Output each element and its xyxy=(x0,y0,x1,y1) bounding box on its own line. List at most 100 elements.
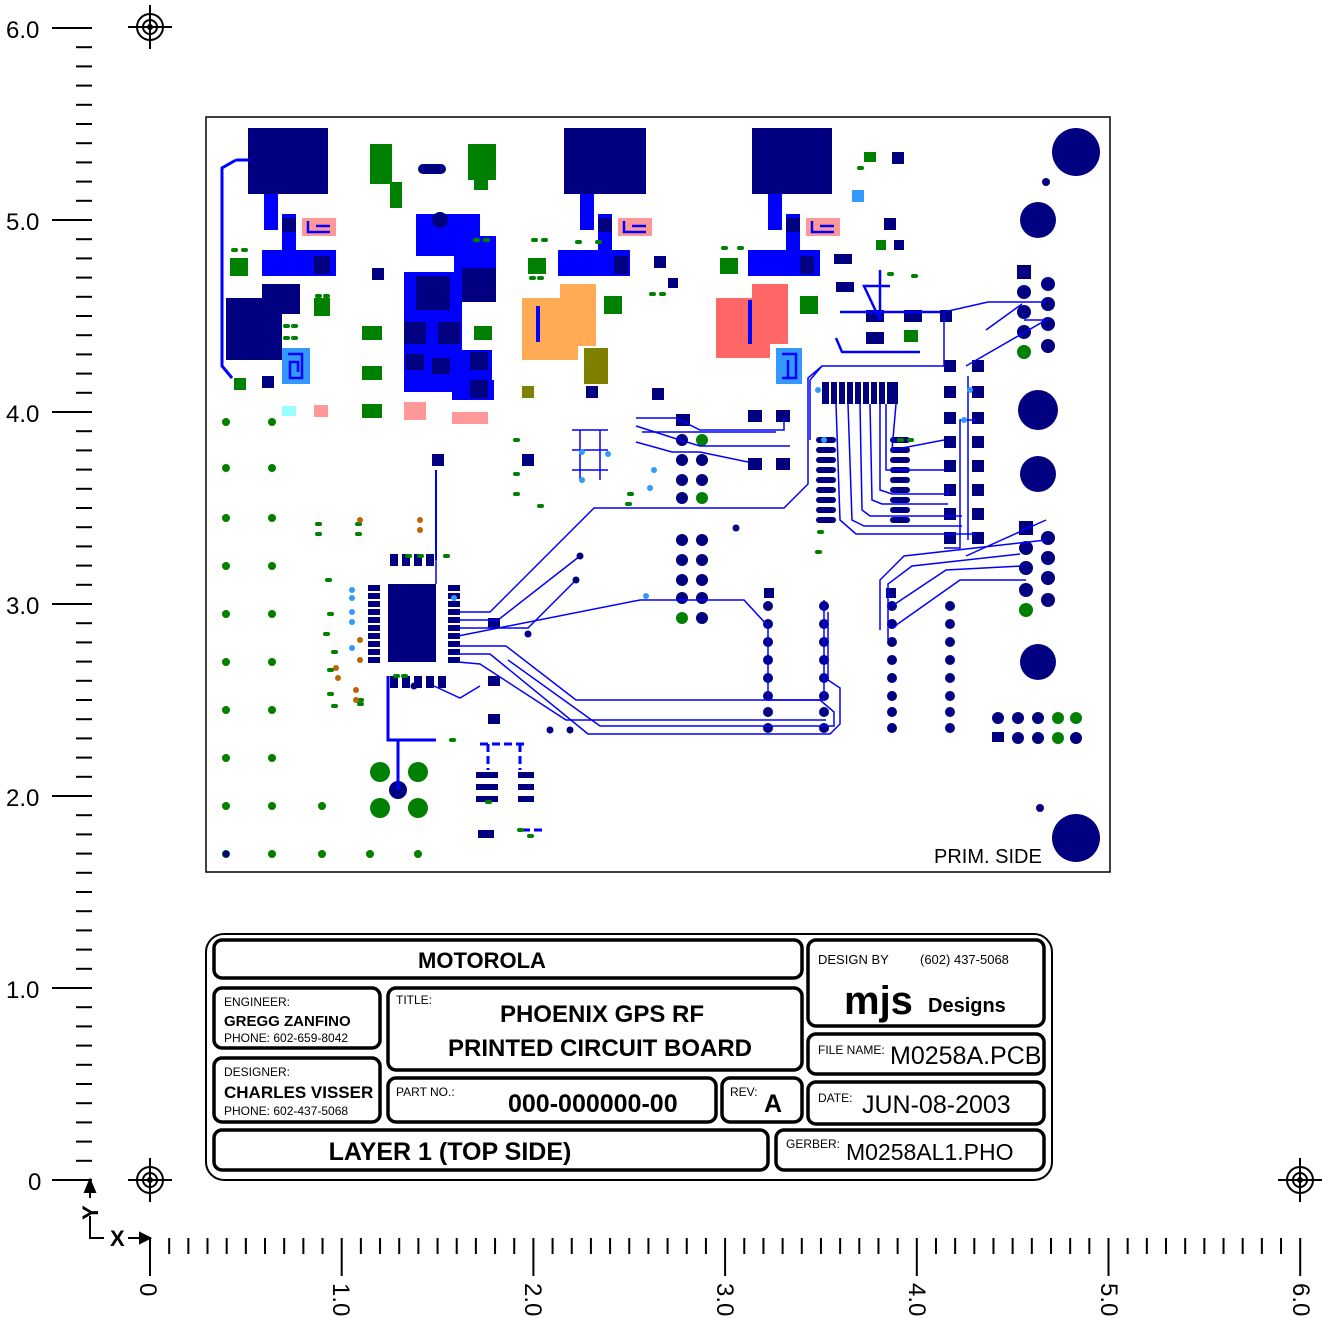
ic-pin xyxy=(368,617,380,623)
smd-pad xyxy=(659,292,666,296)
ic-pin xyxy=(448,641,460,647)
pad xyxy=(890,487,910,493)
pin xyxy=(676,592,688,604)
board-artwork xyxy=(220,128,1100,862)
y-axis-labels: 6.0 5.0 4.0 3.0 2.0 1.0 0 xyxy=(6,17,41,1196)
rf-shield-pad xyxy=(752,128,832,194)
smd-pad xyxy=(537,504,544,508)
y-tick-label: 4.0 xyxy=(6,401,39,428)
ic-pin xyxy=(390,676,398,688)
via-dot xyxy=(318,850,326,858)
smd-pad xyxy=(331,704,338,708)
pad xyxy=(944,508,956,520)
via xyxy=(605,451,611,457)
gerber-label: GERBER: xyxy=(786,1137,840,1151)
x-tick-label: 0 xyxy=(134,1283,161,1296)
via xyxy=(349,587,355,593)
smd-pad xyxy=(627,492,634,496)
pin xyxy=(676,574,688,586)
via xyxy=(524,630,532,638)
file-name-label: FILE NAME: xyxy=(818,1043,885,1057)
pin xyxy=(1019,583,1033,597)
x-tick-label: 4.0 xyxy=(903,1283,930,1316)
pin xyxy=(676,454,688,466)
ic-pin xyxy=(368,601,380,607)
via xyxy=(732,524,740,532)
pin xyxy=(676,534,688,546)
smd-pad xyxy=(315,522,322,526)
via-dot xyxy=(268,706,276,714)
via-dot xyxy=(222,706,230,714)
pad xyxy=(816,477,836,483)
pin xyxy=(887,723,897,733)
pin xyxy=(1070,712,1082,724)
ic-pin xyxy=(368,593,380,599)
title-label: TITLE: xyxy=(396,993,432,1007)
ic-pin xyxy=(368,625,380,631)
pin xyxy=(945,637,955,647)
ic-pin xyxy=(448,649,460,655)
title-line-2: PRINTED CIRCUIT BOARD xyxy=(448,1035,752,1062)
pad xyxy=(890,507,910,513)
via-dot xyxy=(222,464,230,472)
smd-pad xyxy=(529,276,536,280)
pin xyxy=(1019,603,1033,617)
ic-pin xyxy=(402,554,410,566)
smd-pad xyxy=(315,294,322,298)
via xyxy=(417,527,423,533)
pin xyxy=(945,655,955,665)
pin xyxy=(696,434,708,446)
pin xyxy=(696,612,708,624)
via-dot xyxy=(222,802,230,810)
pin xyxy=(1019,541,1033,555)
pin xyxy=(945,619,955,629)
pad xyxy=(972,508,984,520)
rev-value: A xyxy=(764,1090,782,1118)
y-axis-name: Y xyxy=(78,1205,103,1220)
smd-pad xyxy=(537,276,544,280)
pad xyxy=(972,460,984,472)
pad xyxy=(816,487,836,493)
via-dot xyxy=(222,658,230,666)
smd-pad xyxy=(485,800,492,804)
pad xyxy=(944,532,956,544)
via xyxy=(349,619,355,625)
via xyxy=(357,517,363,523)
registration-target-icon xyxy=(128,5,172,49)
ic-pin xyxy=(368,609,380,615)
pin xyxy=(1032,712,1044,724)
rf-shield-pad xyxy=(248,128,328,194)
pin xyxy=(1052,712,1064,724)
smd-pad xyxy=(541,238,548,242)
pad xyxy=(890,457,910,463)
pin-square xyxy=(1019,521,1033,535)
pin xyxy=(696,592,708,604)
pad xyxy=(890,447,910,453)
pin xyxy=(1041,277,1055,291)
smd-pad xyxy=(887,272,894,276)
pin xyxy=(1017,305,1031,319)
via-dot xyxy=(268,464,276,472)
via xyxy=(579,477,585,483)
board-outline xyxy=(205,116,1111,873)
via-dot xyxy=(222,418,230,426)
engineer-name: GREGG ZANFINO xyxy=(224,1013,351,1030)
via xyxy=(967,387,973,393)
date-value: JUN-08-2003 xyxy=(862,1091,1011,1119)
pad xyxy=(890,497,910,503)
smd-pad xyxy=(405,554,412,558)
pin xyxy=(696,454,708,466)
smd-pad xyxy=(449,738,456,742)
pin xyxy=(1041,317,1055,331)
smd-pad xyxy=(325,578,332,582)
pin xyxy=(1012,712,1024,724)
via xyxy=(333,665,339,671)
title-line-1: PHOENIX GPS RF xyxy=(500,1001,704,1028)
via xyxy=(357,657,363,663)
ic-pin xyxy=(448,657,460,663)
pin xyxy=(1017,285,1031,299)
x-axis-ruler xyxy=(149,1238,1302,1276)
smd-pad xyxy=(231,248,238,252)
pin xyxy=(1041,297,1055,311)
via-dot xyxy=(268,610,276,618)
